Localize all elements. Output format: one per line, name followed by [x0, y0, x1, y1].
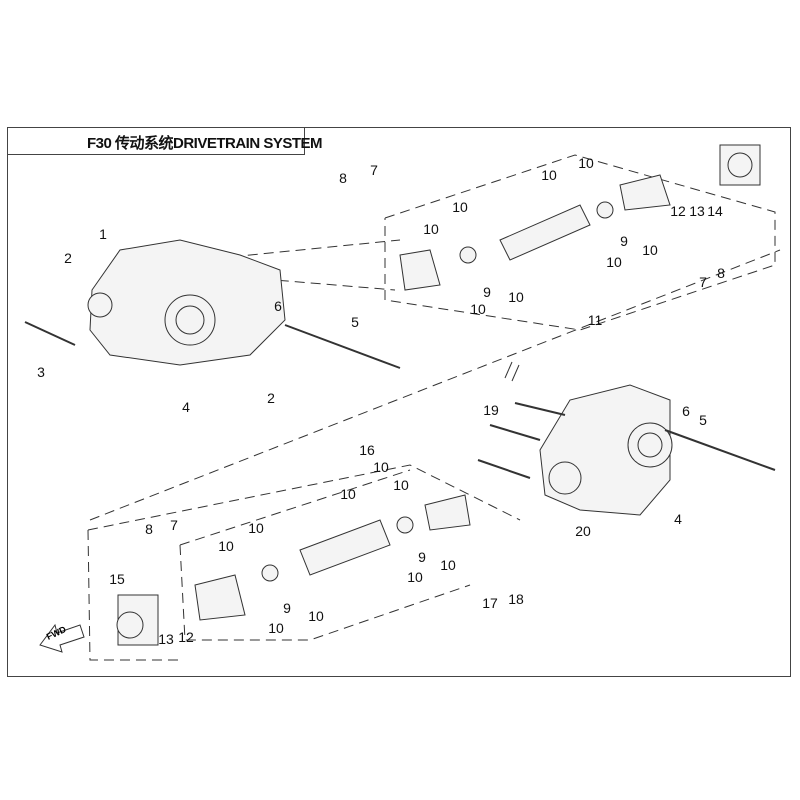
rear-differential	[539, 384, 673, 516]
callout-label: 10	[407, 569, 423, 585]
callout-label: 10	[218, 538, 234, 554]
callout-label: 11	[587, 312, 603, 328]
callout-label: 6	[682, 403, 690, 419]
callout-label: 10	[340, 486, 356, 502]
callout-label: 2	[267, 390, 275, 406]
callout-label: 12	[670, 203, 686, 219]
callout-label: 10	[423, 221, 439, 237]
callout-label: 2	[64, 250, 72, 266]
callout-label: 9	[483, 284, 491, 300]
callout-label: 16	[359, 442, 375, 458]
callout-label: 5	[351, 314, 359, 330]
callout-label: 15	[109, 571, 125, 587]
assembly-outlines	[87, 154, 781, 661]
callout-label: 10	[508, 289, 524, 305]
callout-label: 10	[606, 254, 622, 270]
callout-label: 7	[170, 517, 178, 533]
callout-label: 10	[452, 199, 468, 215]
callout-label: 4	[182, 399, 190, 415]
callout-label: 9	[620, 233, 628, 249]
callout-label: 6	[274, 298, 282, 314]
callout-label: 10	[308, 608, 324, 624]
callout-label: 10	[248, 520, 264, 536]
front-driveshaft	[399, 144, 761, 291]
callout-label: 13	[689, 203, 705, 219]
diagram-title: F30 传动系统DRIVETRAIN SYSTEM	[87, 135, 323, 152]
fwd-arrow-icon	[39, 623, 85, 653]
callout-label: 8	[339, 170, 347, 186]
callout-label: 9	[283, 600, 291, 616]
callout-label: 19	[483, 402, 499, 418]
callout-label: 4	[674, 511, 682, 527]
callout-label: 20	[575, 523, 591, 539]
callout-label: 7	[370, 162, 378, 178]
callout-label: 9	[418, 549, 426, 565]
rear-driveshaft	[116, 494, 471, 646]
callout-label: 10	[268, 620, 284, 636]
callout-label: 8	[145, 521, 153, 537]
title-box: F30 传动系统DRIVETRAIN SYSTEM	[7, 127, 323, 155]
callout-label: 10	[393, 477, 409, 493]
callout-label: 10	[373, 459, 389, 475]
callout-label: 8	[717, 265, 725, 281]
callout-label: 1	[99, 226, 107, 242]
front-differential	[87, 239, 286, 366]
diagram-frame	[7, 127, 791, 677]
callout-label: 10	[541, 167, 557, 183]
callout-label: 10	[440, 557, 456, 573]
callout-label: 10	[642, 242, 658, 258]
callout-label: 13	[158, 631, 174, 647]
callout-label: 10	[578, 155, 594, 171]
callout-label: 17	[482, 595, 498, 611]
callout-label: 3	[37, 364, 45, 380]
callout-label: 7	[699, 274, 707, 290]
callout-label: 5	[699, 412, 707, 428]
callout-label: 14	[707, 203, 723, 219]
callout-label: 18	[508, 591, 524, 607]
callout-label: 10	[470, 301, 486, 317]
callout-label: 12	[178, 629, 194, 645]
